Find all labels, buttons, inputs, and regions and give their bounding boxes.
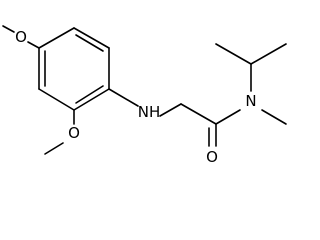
amide-nitrogen-label: N <box>245 92 256 110</box>
n-methyl-bond <box>261 109 287 125</box>
methoxy-bond <box>27 41 40 49</box>
ch2-carbonyl-bond <box>180 103 217 125</box>
ring-bond <box>38 88 75 111</box>
isopropyl-bond <box>215 43 252 65</box>
ring-bond <box>73 27 110 49</box>
ring-bond <box>73 88 110 111</box>
aryl-amine-bond <box>108 88 139 107</box>
amine-atom-label: NH <box>138 103 161 121</box>
ring-double-bond <box>75 85 104 104</box>
oxygen-atom-label: O <box>68 124 80 142</box>
molecule-structure: O O NH N O <box>2 25 287 166</box>
carbonyl-amide-bond <box>215 109 241 125</box>
methoxy-bond <box>2 25 15 33</box>
isopropyl-bond <box>250 43 287 65</box>
ring-double-bond <box>75 34 104 52</box>
methoxy-bond <box>44 142 64 155</box>
carbonyl-oxygen-label: O <box>206 148 218 166</box>
amine-ch2-bond <box>159 103 182 117</box>
oxygen-atom-label: O <box>15 28 27 46</box>
ring-bond <box>38 27 75 49</box>
